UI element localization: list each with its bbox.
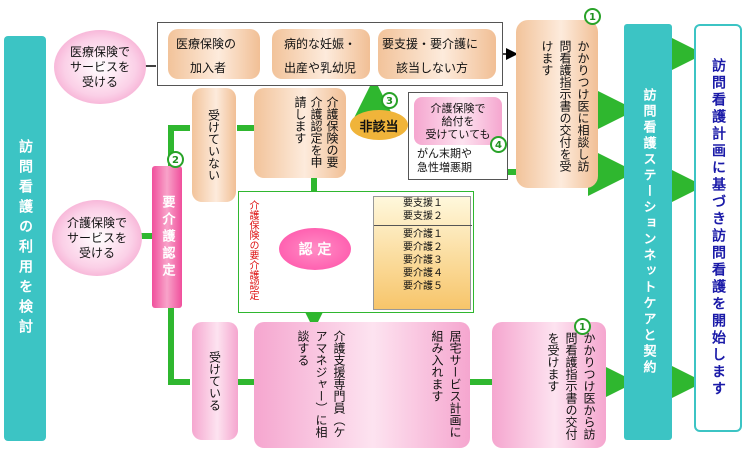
- marker-1-bottom: 1: [574, 318, 591, 335]
- level-0: 要支援１: [403, 198, 443, 209]
- marker-3: 3: [381, 92, 398, 109]
- eligibility-col1: 医療保険の 加入者: [168, 29, 260, 79]
- col3-line1: 要支援・要介護に: [382, 37, 479, 51]
- col2-line1: 病的な妊娠・: [284, 37, 357, 51]
- levels-divider: [374, 225, 472, 226]
- left-banner-text: 訪問看護の利用を検討: [17, 138, 33, 339]
- received-box: 受けている: [192, 322, 238, 440]
- marker-1-top: 1: [584, 8, 601, 25]
- cancer-text: がん末期や 急性増悪期: [417, 147, 472, 174]
- hi-gaitou-badge: 非該当: [350, 110, 408, 140]
- received-text: 受けている: [207, 351, 222, 411]
- not-received-box: 受けていない: [192, 88, 236, 202]
- kaigo-but-bubble: 介護保険で 給付を 受けていても: [414, 97, 502, 145]
- eligibility-col3: 要支援・要介護に 該当しない方: [378, 29, 496, 79]
- eligibility-col2: 病的な妊娠・ 出産や乳幼児: [272, 29, 370, 79]
- care-manager-text: 介護支援専門員（ケアマネジャー）に相談する: [296, 330, 346, 438]
- doctor-top-text: かかりつけ医に相談し訪問看護指示書の交付を受けます: [540, 40, 590, 172]
- exception-box: 介護保険で 給付を 受けていても がん末期や 急性増悪期: [408, 92, 508, 180]
- apply-text: 介護保険の要介護認定を申請します: [293, 96, 339, 168]
- eligibility-box: 医療保険の 加入者 病的な妊娠・ 出産や乳幼児 要支援・要介護に 該当しない方: [157, 22, 503, 86]
- plan-text: 居宅サービス計画に組み入れます: [430, 330, 462, 438]
- doctor-top-box: かかりつけ医に相談し訪問看護指示書の交付を受けます: [516, 20, 598, 188]
- iryo-cloud-text: 医療保険で サービスを 受ける: [69, 44, 130, 89]
- doctor-bottom-box: かかりつけ医から訪問看護指示書の交付を受けます: [492, 322, 606, 448]
- yokaigo-nintei-box: 要介護認定: [152, 166, 182, 308]
- level-3: 要介護２: [403, 242, 443, 253]
- line-nintei-to-received: [168, 306, 190, 385]
- levels-table: 要支援１ 要支援２ 要介護１ 要介護２ 要介護３ 要介護４ 要介護５: [373, 196, 472, 310]
- level-5: 要介護４: [403, 268, 443, 279]
- nintei-frame: 介護保険の要介護認定 認 定 要支援１ 要支援２ 要介護１ 要介護２ 要介護３ …: [238, 191, 474, 313]
- yokaigo-nintei-text: 要介護認定: [159, 194, 175, 280]
- station-text: 訪問看護ステーションネットケアと契約: [640, 88, 656, 376]
- col1-line1: 医療保険の: [176, 37, 237, 51]
- care-manager-box: 介護支援専門員（ケアマネジャー）に相談する 居宅サービス計画に組み入れます: [254, 322, 470, 448]
- iryo-cloud: 医療保険で サービスを 受ける: [54, 30, 146, 104]
- level-1: 要支援２: [403, 211, 443, 222]
- level-2: 要介護１: [403, 229, 443, 240]
- start-box: 訪問看護計画に基づき訪問看護を開始します: [694, 24, 742, 432]
- nintei-bubble: 認 定: [279, 228, 351, 270]
- left-banner: 訪問看護の利用を検討: [4, 36, 46, 441]
- kaigo-cloud-text: 介護保険で サービスを 受ける: [66, 215, 127, 260]
- doctor-bottom-text: かかりつけ医から訪問看護指示書の交付を受けます: [546, 332, 596, 440]
- kaigo-cloud: 介護保険で サービスを 受ける: [52, 200, 142, 276]
- level-4: 要介護３: [403, 255, 443, 266]
- col1-line2: 加入者: [190, 61, 227, 75]
- kaigo-but-text: 介護保険で 給付を 受けていても: [425, 101, 491, 141]
- marker-4: 4: [490, 136, 507, 153]
- col2-line2: 出産や乳幼児: [284, 61, 357, 75]
- col3-line2: 該当しない方: [396, 61, 469, 75]
- start-text: 訪問看護計画に基づき訪問看護を開始します: [710, 58, 726, 398]
- nintei-text: 認 定: [298, 242, 332, 258]
- levels-list: 要支援１ 要支援２ 要介護１ 要介護２ 要介護３ 要介護４ 要介護５: [374, 197, 472, 293]
- nintei-label: 介護保険の要介護認定: [247, 200, 258, 300]
- not-received-text: 受けていない: [206, 109, 221, 181]
- hi-gaitou-text: 非該当: [359, 119, 399, 135]
- level-6: 要介護５: [403, 281, 443, 292]
- station-banner: 訪問看護ステーションネットケアと契約: [624, 24, 672, 440]
- apply-box: 介護保険の要介護認定を申請します: [254, 88, 346, 178]
- marker-2: 2: [167, 151, 184, 168]
